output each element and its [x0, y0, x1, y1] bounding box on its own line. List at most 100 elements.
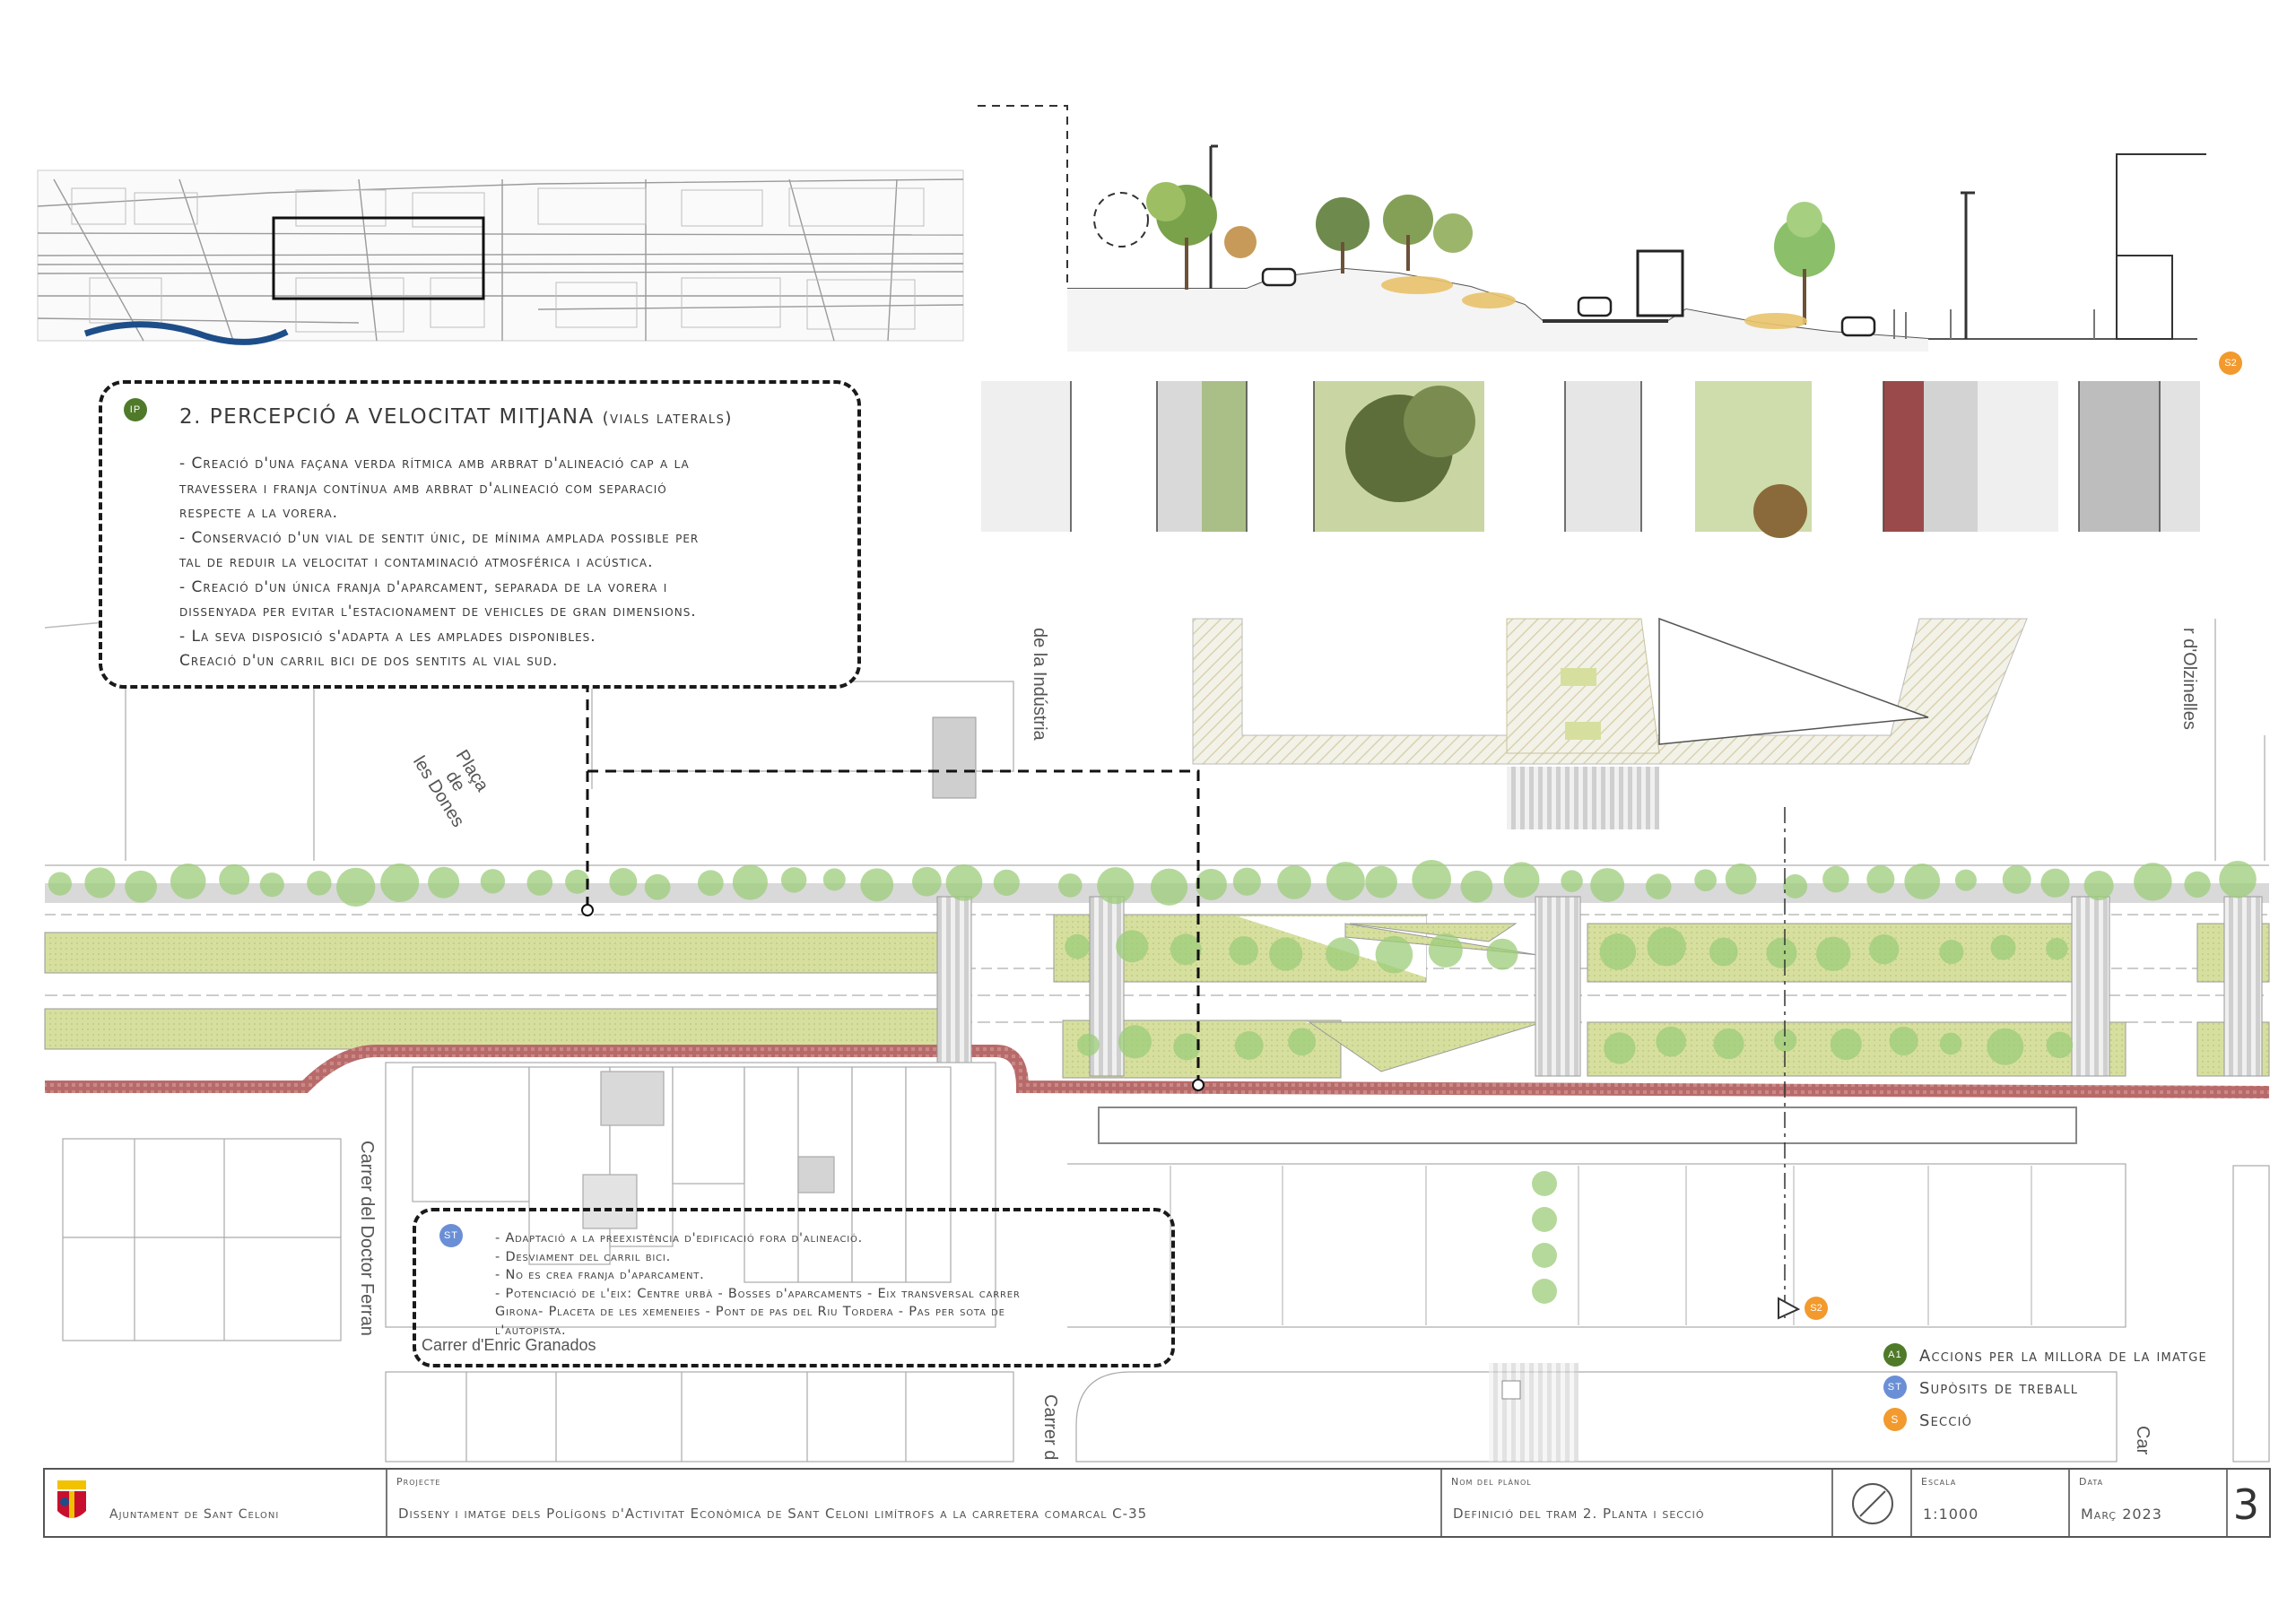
note-st-line: - Adaptació a la preexistència d'edifica… [495, 1231, 864, 1245]
tree-canopy [380, 863, 420, 902]
note-ip-line: - Creació d'un única franja d'aparcament… [179, 577, 668, 596]
tree-canopy [1269, 937, 1303, 971]
section-marker-s2-top: S2 [2219, 352, 2242, 375]
tree-canopy [732, 864, 769, 900]
tree-canopy [1904, 864, 1941, 899]
upper-plaza [932, 617, 2028, 829]
tree-canopy [1173, 1033, 1201, 1061]
note-ip-box: IP 2. Percepció a velocitat mitjana (via… [99, 380, 861, 689]
tree-canopy [1375, 935, 1413, 974]
tree-canopy [1150, 868, 1188, 906]
section-plan-strip [981, 381, 2200, 538]
tb-scale: 1:1000 [1923, 1506, 1979, 1523]
tree-canopy [1713, 1028, 1744, 1060]
tree-canopy [1889, 1026, 1918, 1056]
tree-canopy [1460, 870, 1493, 903]
tree-canopy [1065, 933, 1091, 959]
note-ip-body: - Creació d'una façana verda rítmica amb… [179, 452, 843, 674]
tree-canopy [1532, 1279, 1557, 1304]
tree-canopy [1694, 869, 1718, 892]
section-trees [1146, 182, 1835, 325]
tree-canopy [259, 872, 284, 898]
tree-canopy [2134, 863, 2172, 901]
note-ip-title-suffix: (vials laterals) [602, 409, 733, 428]
tb-scale-label: Escala [1921, 1476, 1957, 1488]
tree-canopy [2219, 860, 2257, 898]
legend-label-s: Secció [1919, 1411, 1973, 1430]
tree-canopy [1709, 937, 1738, 967]
tree-canopy [170, 864, 206, 899]
section-marker-s2-plan: S2 [1805, 1297, 1828, 1320]
tree-canopy [1077, 1033, 1100, 1056]
tree-canopy [822, 868, 846, 891]
tree-canopy [1866, 865, 1895, 894]
north-arrow-icon [1852, 1483, 1893, 1524]
note-st-line: l'autopista. [495, 1323, 567, 1338]
tree-canopy [219, 864, 250, 895]
tb-plan-label: Nom del plànol [1451, 1476, 1532, 1488]
tree-canopy [1645, 873, 1672, 899]
legend-label-st: Supòsits de treball [1919, 1379, 2079, 1398]
tree-canopy [1561, 870, 1583, 892]
tree-canopy [698, 870, 724, 897]
tree-canopy [1234, 1031, 1264, 1060]
tree-canopy [1412, 859, 1452, 899]
note-ip-line: dissenyada per evitar l'estacionament de… [179, 603, 697, 621]
lower-left-blocks [62, 1062, 2270, 1462]
tb-plan-cell: Nom del plànol Definició del tram 2. Pla… [1440, 1470, 1833, 1536]
tb-date-label: Data [2079, 1476, 2104, 1488]
tree-canopy [1939, 1032, 1962, 1055]
tree-canopy [1326, 937, 1360, 971]
coat-of-arms-icon [57, 1480, 86, 1518]
tree-canopy [1118, 1025, 1152, 1059]
tree-canopy [1532, 1207, 1557, 1232]
tree-canopy [1503, 862, 1540, 898]
tree-canopy [1116, 930, 1149, 963]
tree-canopy [480, 869, 506, 894]
tree-canopy [1725, 863, 1757, 895]
note-ip-line: tal de reduir la velocitat i contaminaci… [179, 553, 654, 571]
tree-canopy [84, 867, 116, 898]
street-label-enric-granados: Carrer d'Enric Granados [422, 1336, 596, 1354]
tb-project: Disseny i imatge dels Polígons d'Activit… [398, 1506, 1148, 1522]
tree-canopy [1277, 865, 1311, 899]
tree-canopy [336, 867, 376, 907]
tree-canopy [1939, 940, 1964, 965]
tree-canopy [1954, 869, 1977, 891]
tree-canopy [1486, 938, 1518, 970]
note-st-body: - Adaptació a la preexistència d'edifica… [495, 1229, 1141, 1340]
tree-canopy [428, 866, 460, 898]
note-ip-line: - Creació d'una façana verda rítmica amb… [179, 455, 690, 473]
tree-canopy [1822, 865, 1849, 893]
tb-date-cell: Data Març 2023 [2068, 1470, 2228, 1536]
tree-canopy [2040, 868, 2070, 898]
cross-section-s2 [978, 105, 2206, 538]
tree-canopy [1232, 867, 1261, 896]
note-st-line: - Potenciació de l'eix: Centre urbà - Bo… [495, 1286, 1021, 1301]
tb-north-cell [1831, 1470, 1912, 1536]
tree-canopy [1604, 1032, 1636, 1064]
note-ip-line: travessera i franja contínua amb arbrat … [179, 479, 667, 498]
tree-canopy [1783, 873, 1808, 898]
tb-client-cell: Ajuntament de Sant Celoni [45, 1470, 386, 1536]
note-ip-title-text: 2. Percepció a velocitat mitjana [179, 405, 595, 429]
tree-canopy [1288, 1028, 1317, 1056]
note-st-line: Girona- Placeta de les xemeneies - Pont … [495, 1305, 1005, 1319]
note-ip-line: Creació d'un carril bici de dos sentits … [179, 652, 559, 670]
street-label-car: Car [2133, 1426, 2152, 1455]
badge-st: ST [439, 1224, 463, 1247]
tree-canopy [644, 873, 671, 900]
tree-canopy [860, 868, 894, 902]
tb-project-label: Projecte [396, 1476, 441, 1488]
tree-canopy [993, 869, 1020, 897]
tree-canopy [1815, 936, 1851, 972]
tb-project-cell: Projecte Disseny i imatge dels Polígons … [386, 1470, 1442, 1536]
street-label-olzinelles: r d'Olzinelles [2179, 628, 2199, 730]
tree-canopy [48, 872, 73, 896]
tree-canopy [1326, 862, 1365, 901]
tree-canopy [1590, 868, 1625, 903]
tree-canopy [1195, 868, 1228, 900]
